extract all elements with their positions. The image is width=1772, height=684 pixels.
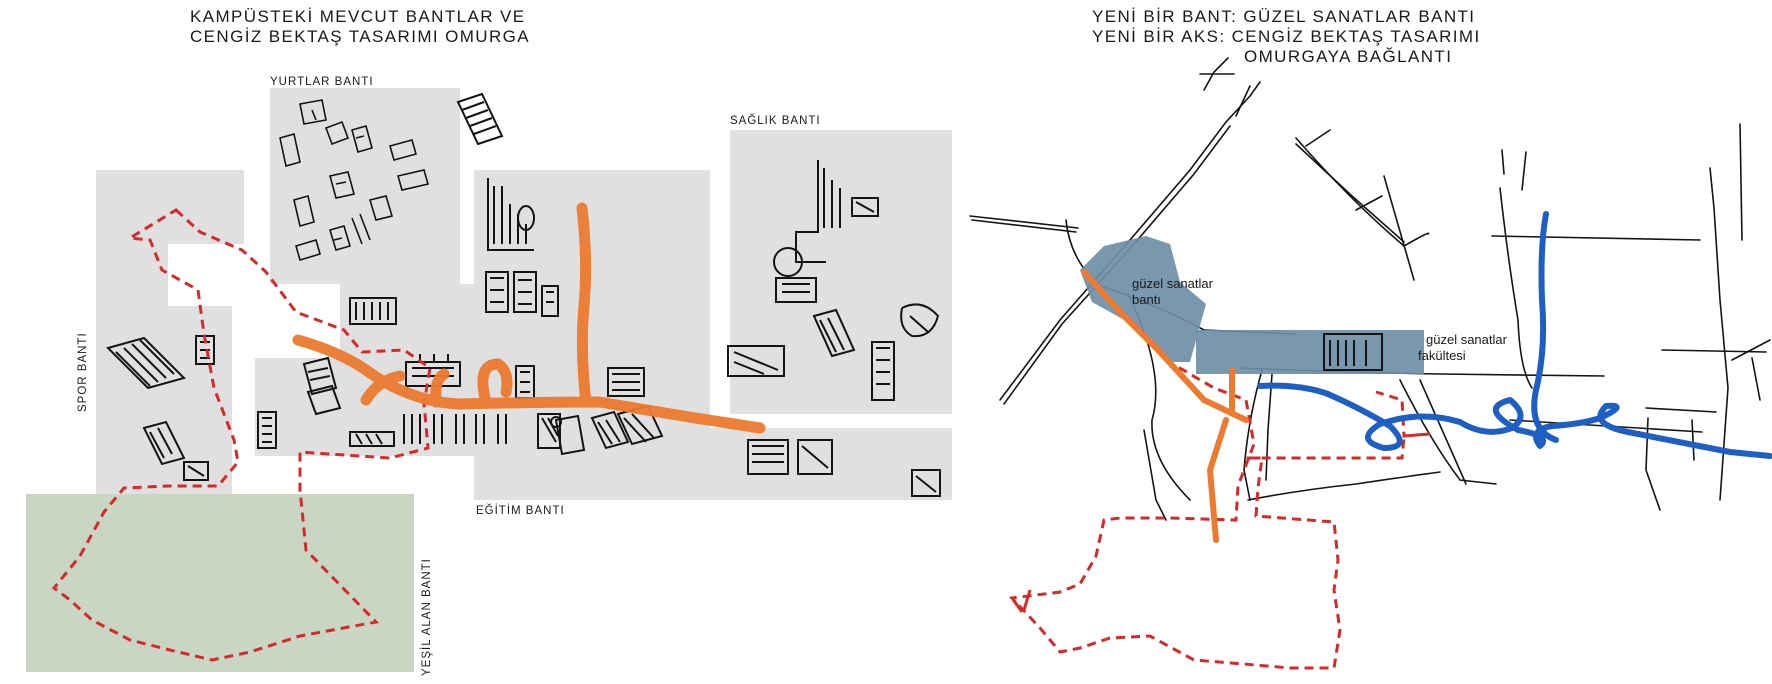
sports-band-label: SPOR BANTI <box>77 332 89 412</box>
health-band-zone <box>730 130 952 414</box>
sports-band-zone-right <box>168 306 232 498</box>
fine-arts-band-label-line1: güzel sanatlar <box>1132 276 1214 291</box>
faculty-label-line1: güzel sanatlar <box>1426 332 1508 347</box>
cengiz-bektas-spine-left <box>292 202 766 434</box>
right-title-line1: YENİ BİR BANT: GÜZEL SANATLAR BANTI <box>1092 7 1475 26</box>
boundary-corner-mark <box>1010 589 1032 613</box>
fine-arts-faculty-shape <box>1196 330 1424 374</box>
green-area-band-zone <box>26 494 414 672</box>
education-band-label: EĞİTİM BANTI <box>476 504 565 517</box>
left-title-line2: CENGİZ BEKTAŞ TASARIMI OMURGA <box>190 27 530 46</box>
faculty-building-sketch <box>1323 333 1383 371</box>
left-title-line1: KAMPÜSTEKİ MEVCUT BANTLAR VE <box>190 7 526 26</box>
health-band-label: SAĞLIK BANTI <box>730 114 821 127</box>
blue-river-line <box>1257 382 1772 459</box>
dormitory-buildings <box>279 99 430 261</box>
green-area-band-label: YEŞİL ALAN BANTI <box>420 558 433 676</box>
right-title-line3: OMURGAYA BAĞLANTI <box>1244 47 1452 66</box>
campus-boundary-left <box>51 208 432 662</box>
fine-arts-band-shape <box>1080 236 1206 362</box>
right-panel: YENİ BİR BANT: GÜZEL SANATLAR BANTI YENİ… <box>969 7 1772 670</box>
education-band-zone-lower <box>474 428 952 500</box>
fine-arts-band-label-line2: bantı <box>1132 292 1161 307</box>
right-title-line2: YENİ BİR AKS: CENGİZ BEKTAŞ TASARIMI <box>1092 27 1481 46</box>
dormitories-band-zone <box>270 88 460 284</box>
sports-band-zone-top <box>96 170 244 244</box>
faculty-label-line2: fakültesi <box>1418 348 1466 363</box>
left-panel: KAMPÜSTEKİ MEVCUT BANTLAR VE CENGİZ BEKT… <box>26 7 952 676</box>
dormitories-band-label: YURTLAR BANTI <box>270 76 374 88</box>
new-axis-connection <box>1081 269 1249 543</box>
blue-river-branch <box>1531 211 1559 443</box>
